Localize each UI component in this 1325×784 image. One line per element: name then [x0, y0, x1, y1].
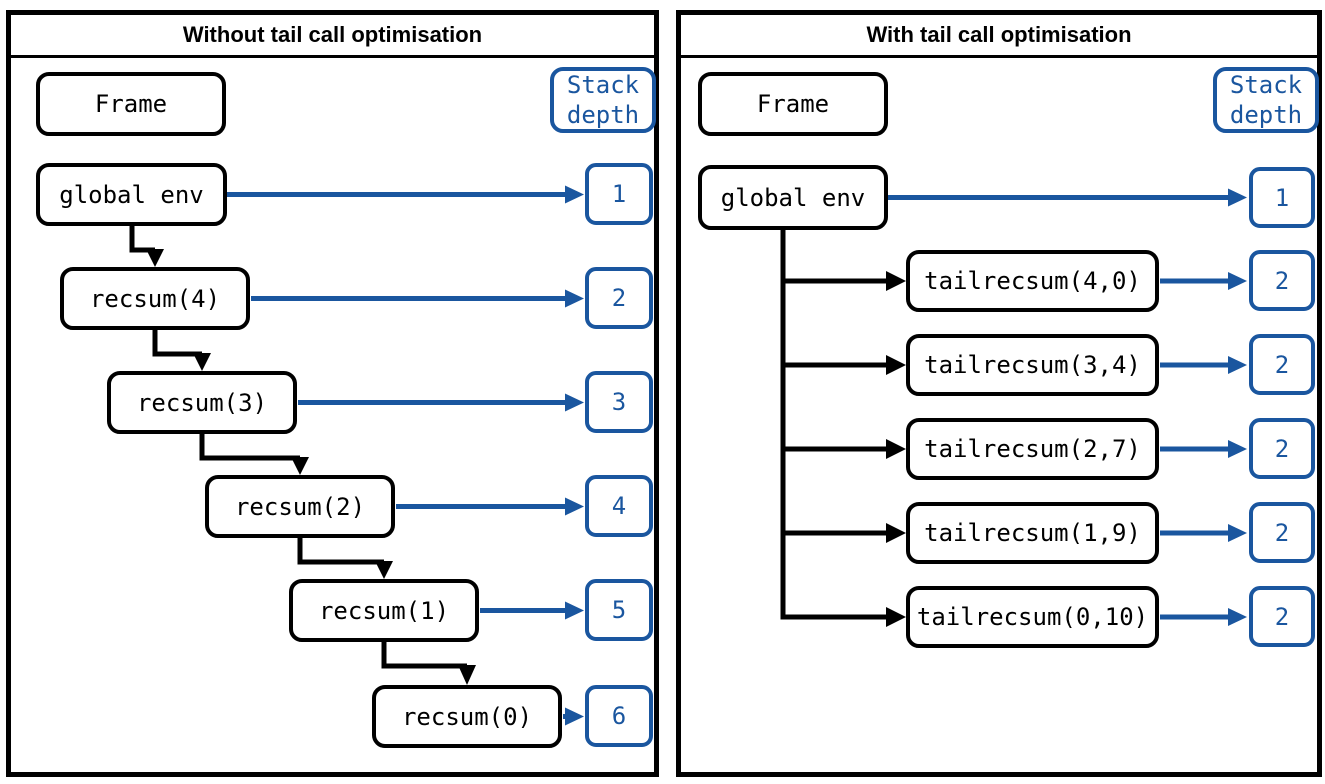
- blue-arrowhead-icon: [1228, 356, 1247, 374]
- blue-arrowhead-icon: [1228, 188, 1247, 207]
- blue-arrowhead-icon: [565, 497, 584, 516]
- stack-depth-badge: 2: [1249, 334, 1315, 395]
- stack-depth-badge: 2: [1249, 418, 1315, 479]
- black-arrowhead-icon: [291, 457, 309, 475]
- black-arrowhead-icon: [886, 439, 906, 459]
- stack-depth-badge: 2: [1249, 586, 1315, 647]
- blue-arrowhead-icon: [1228, 440, 1247, 458]
- black-arrowhead-icon: [146, 249, 164, 267]
- stack-depth-header: Stack depth: [1213, 67, 1319, 133]
- node-global-env: global env: [36, 163, 227, 226]
- node-recsum-2: recsum(2): [205, 475, 395, 538]
- node-tailrecsum-1-9: tailrecsum(1,9): [906, 502, 1159, 564]
- node-recsum-3: recsum(3): [107, 371, 297, 434]
- blue-arrowhead-icon: [565, 185, 584, 204]
- stack-depth-badge: 2: [585, 267, 653, 329]
- blue-arrowhead-icon: [1228, 608, 1247, 626]
- blue-arrowhead-icon: [1228, 524, 1247, 542]
- node-tailrecsum-3-4: tailrecsum(3,4): [906, 334, 1159, 396]
- stack-depth-badge: 3: [585, 371, 653, 433]
- black-elbow-line: [129, 226, 155, 253]
- left-call-elbows: [129, 226, 476, 685]
- stack-depth-badge: 2: [1249, 250, 1315, 311]
- black-elbow-line: [381, 642, 467, 669]
- panel-title-without-tco: Without tail call optimisation: [11, 15, 654, 58]
- frame-legend-box: Frame: [36, 72, 226, 136]
- stack-depth-header: Stack depth: [550, 67, 656, 133]
- frame-legend-box: Frame: [698, 72, 888, 136]
- black-arrowhead-icon: [375, 561, 393, 579]
- black-elbow-line: [199, 434, 300, 461]
- node-recsum-0: recsum(0): [372, 685, 562, 748]
- panel-title-with-tco: With tail call optimisation: [681, 15, 1317, 58]
- node-tailrecsum-0-10: tailrecsum(0,10): [906, 586, 1159, 648]
- node-recsum-1: recsum(1): [289, 579, 479, 642]
- black-arrowhead-icon: [886, 523, 906, 543]
- blue-arrowhead-icon: [565, 393, 584, 412]
- stack-depth-badge: 5: [585, 579, 653, 641]
- blue-arrowhead-icon: [565, 707, 584, 726]
- stack-depth-badge: 6: [585, 685, 653, 747]
- blue-arrowhead-icon: [1228, 272, 1247, 290]
- black-arrowhead-icon: [193, 353, 211, 371]
- black-arrowhead-icon: [458, 665, 476, 685]
- right-call-branches: [780, 230, 906, 627]
- right-depth-arrows: [888, 188, 1247, 626]
- blue-arrowhead-icon: [565, 289, 584, 308]
- black-elbow-line: [297, 538, 384, 565]
- stack-depth-badge: 1: [1249, 167, 1315, 228]
- left-depth-arrows: [227, 185, 584, 726]
- node-recsum-4: recsum(4): [60, 267, 250, 330]
- stack-depth-badge: 2: [1249, 502, 1315, 563]
- black-arrowhead-icon: [886, 607, 906, 627]
- blue-arrowhead-icon: [565, 601, 584, 620]
- stack-depth-badge: 4: [585, 475, 653, 537]
- node-tailrecsum-4-0: tailrecsum(4,0): [906, 250, 1159, 312]
- node-tailrecsum-2-7: tailrecsum(2,7): [906, 418, 1159, 480]
- black-arrowhead-icon: [886, 271, 906, 291]
- black-elbow-line: [152, 330, 202, 357]
- stack-depth-badge: 1: [585, 163, 653, 225]
- node-global-env: global env: [698, 165, 888, 230]
- black-arrowhead-icon: [886, 355, 906, 375]
